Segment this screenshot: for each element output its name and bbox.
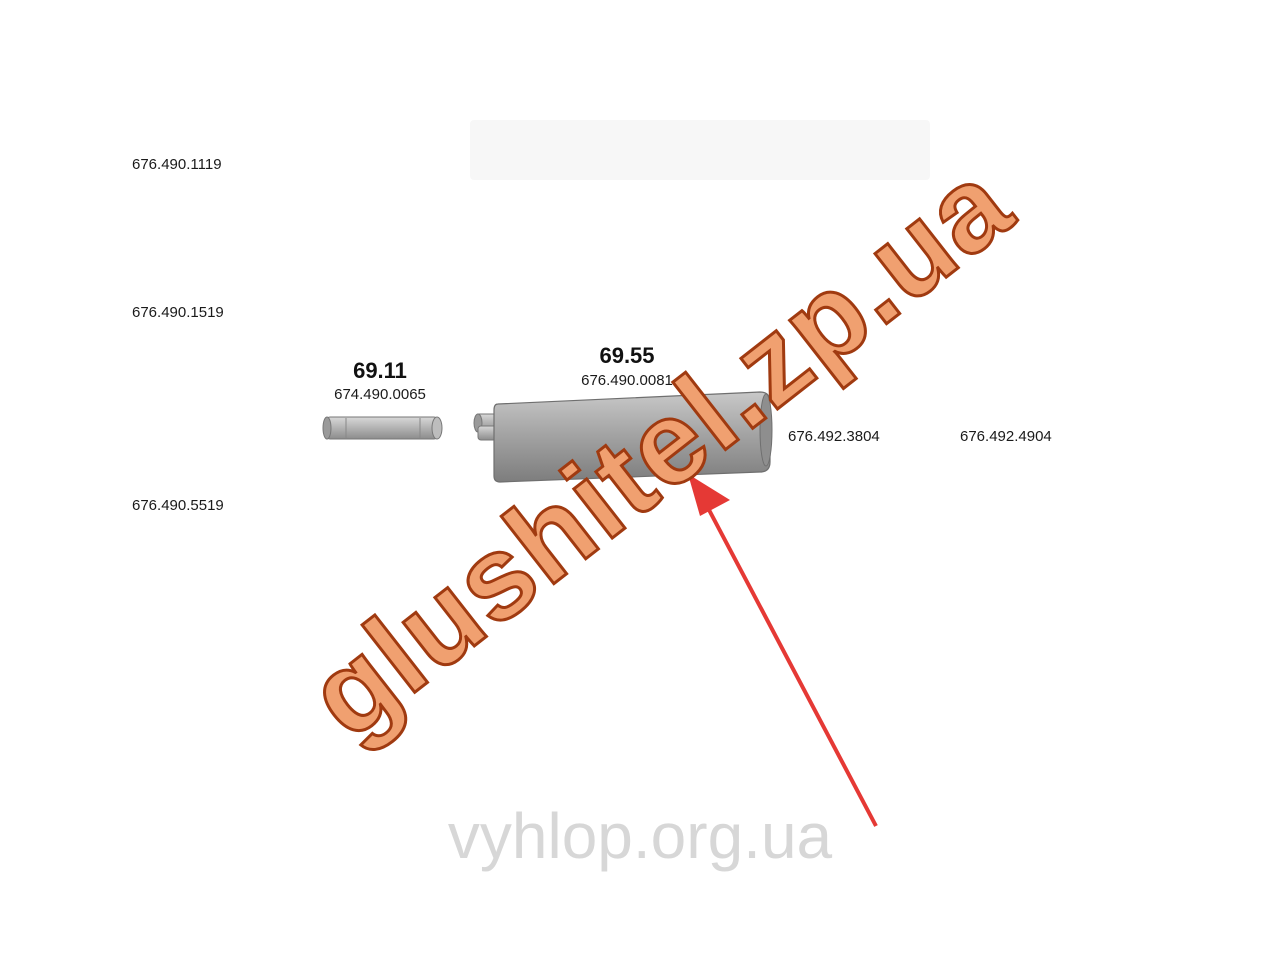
right-code-second: 676.492.4904: [960, 428, 1052, 445]
part-code-muffler: 676.490.0081: [581, 372, 673, 389]
right-code-first: 676.492.3804: [788, 428, 880, 445]
side-code-top: 676.490.1119: [132, 156, 222, 173]
part-number-flex-pipe: 69.11: [353, 358, 407, 383]
part-code-flex-pipe: 674.490.0065: [334, 386, 426, 403]
part-number-muffler: 69.55: [599, 343, 655, 368]
faint-background-mark: [470, 120, 930, 180]
side-code-bottom: 676.490.5519: [132, 497, 224, 514]
muffler-drawing: [473, 391, 773, 483]
side-code-middle: 676.490.1519: [132, 304, 224, 321]
site-watermark-secondary: vyhlop.org.ua: [447, 800, 833, 872]
flex-pipe-drawing: [322, 416, 443, 440]
